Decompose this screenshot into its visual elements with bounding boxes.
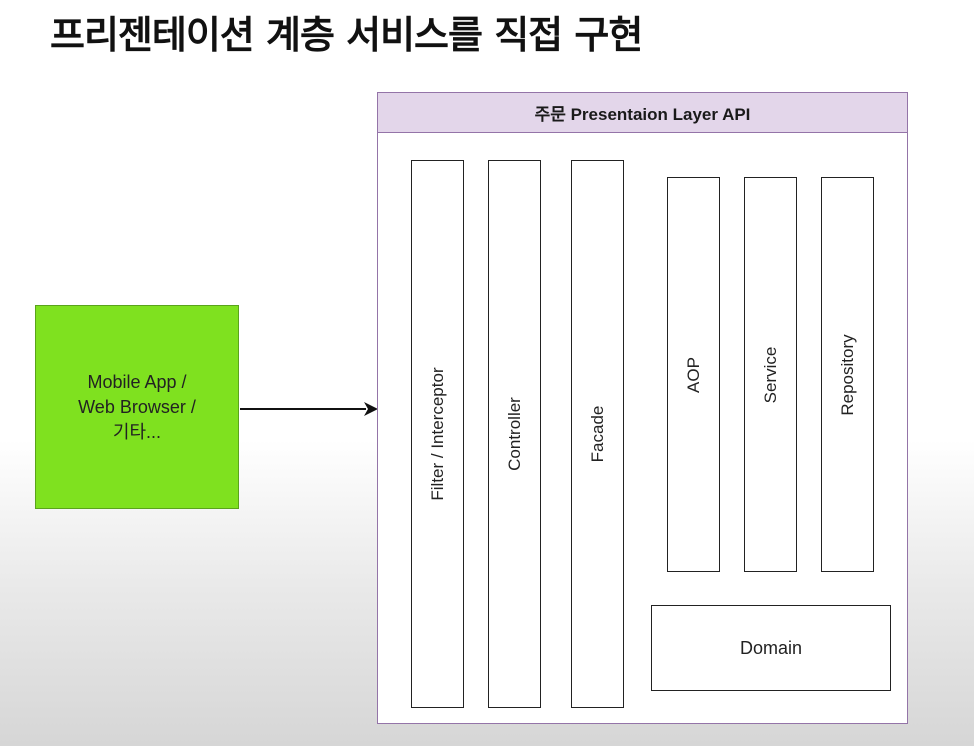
facade-label: Facade — [587, 405, 607, 463]
repository-label: Repository — [837, 333, 857, 416]
service-layer: Service — [744, 177, 797, 572]
aop-label: AOP — [683, 356, 703, 393]
request-arrow — [240, 402, 378, 416]
client-label-line-3: 기타... — [112, 421, 162, 442]
filter-interceptor-layer: Filter / Interceptor — [411, 160, 464, 708]
controller-label: Controller — [504, 397, 524, 471]
service-label: Service — [760, 346, 780, 403]
client-label-line-2: Web Browser / — [78, 396, 196, 417]
page-title: 프리젠테이션 계층 서비스를 직접 구현 — [50, 13, 643, 57]
domain-label: Domain — [739, 637, 803, 658]
client-label-line-1: Mobile App / — [87, 371, 187, 392]
controller-layer: Controller — [488, 160, 541, 708]
filter-interceptor-label: Filter / Interceptor — [427, 367, 447, 501]
repository-layer: Repository — [821, 177, 874, 572]
facade-layer: Facade — [571, 160, 624, 708]
domain-layer: Domain — [651, 605, 891, 691]
aop-layer: AOP — [667, 177, 720, 572]
client-box: Mobile App / Web Browser / 기타... — [35, 305, 239, 509]
api-header: 주문 Presentaion Layer API — [378, 93, 907, 133]
client-label: Mobile App / Web Browser / 기타... — [78, 370, 196, 445]
